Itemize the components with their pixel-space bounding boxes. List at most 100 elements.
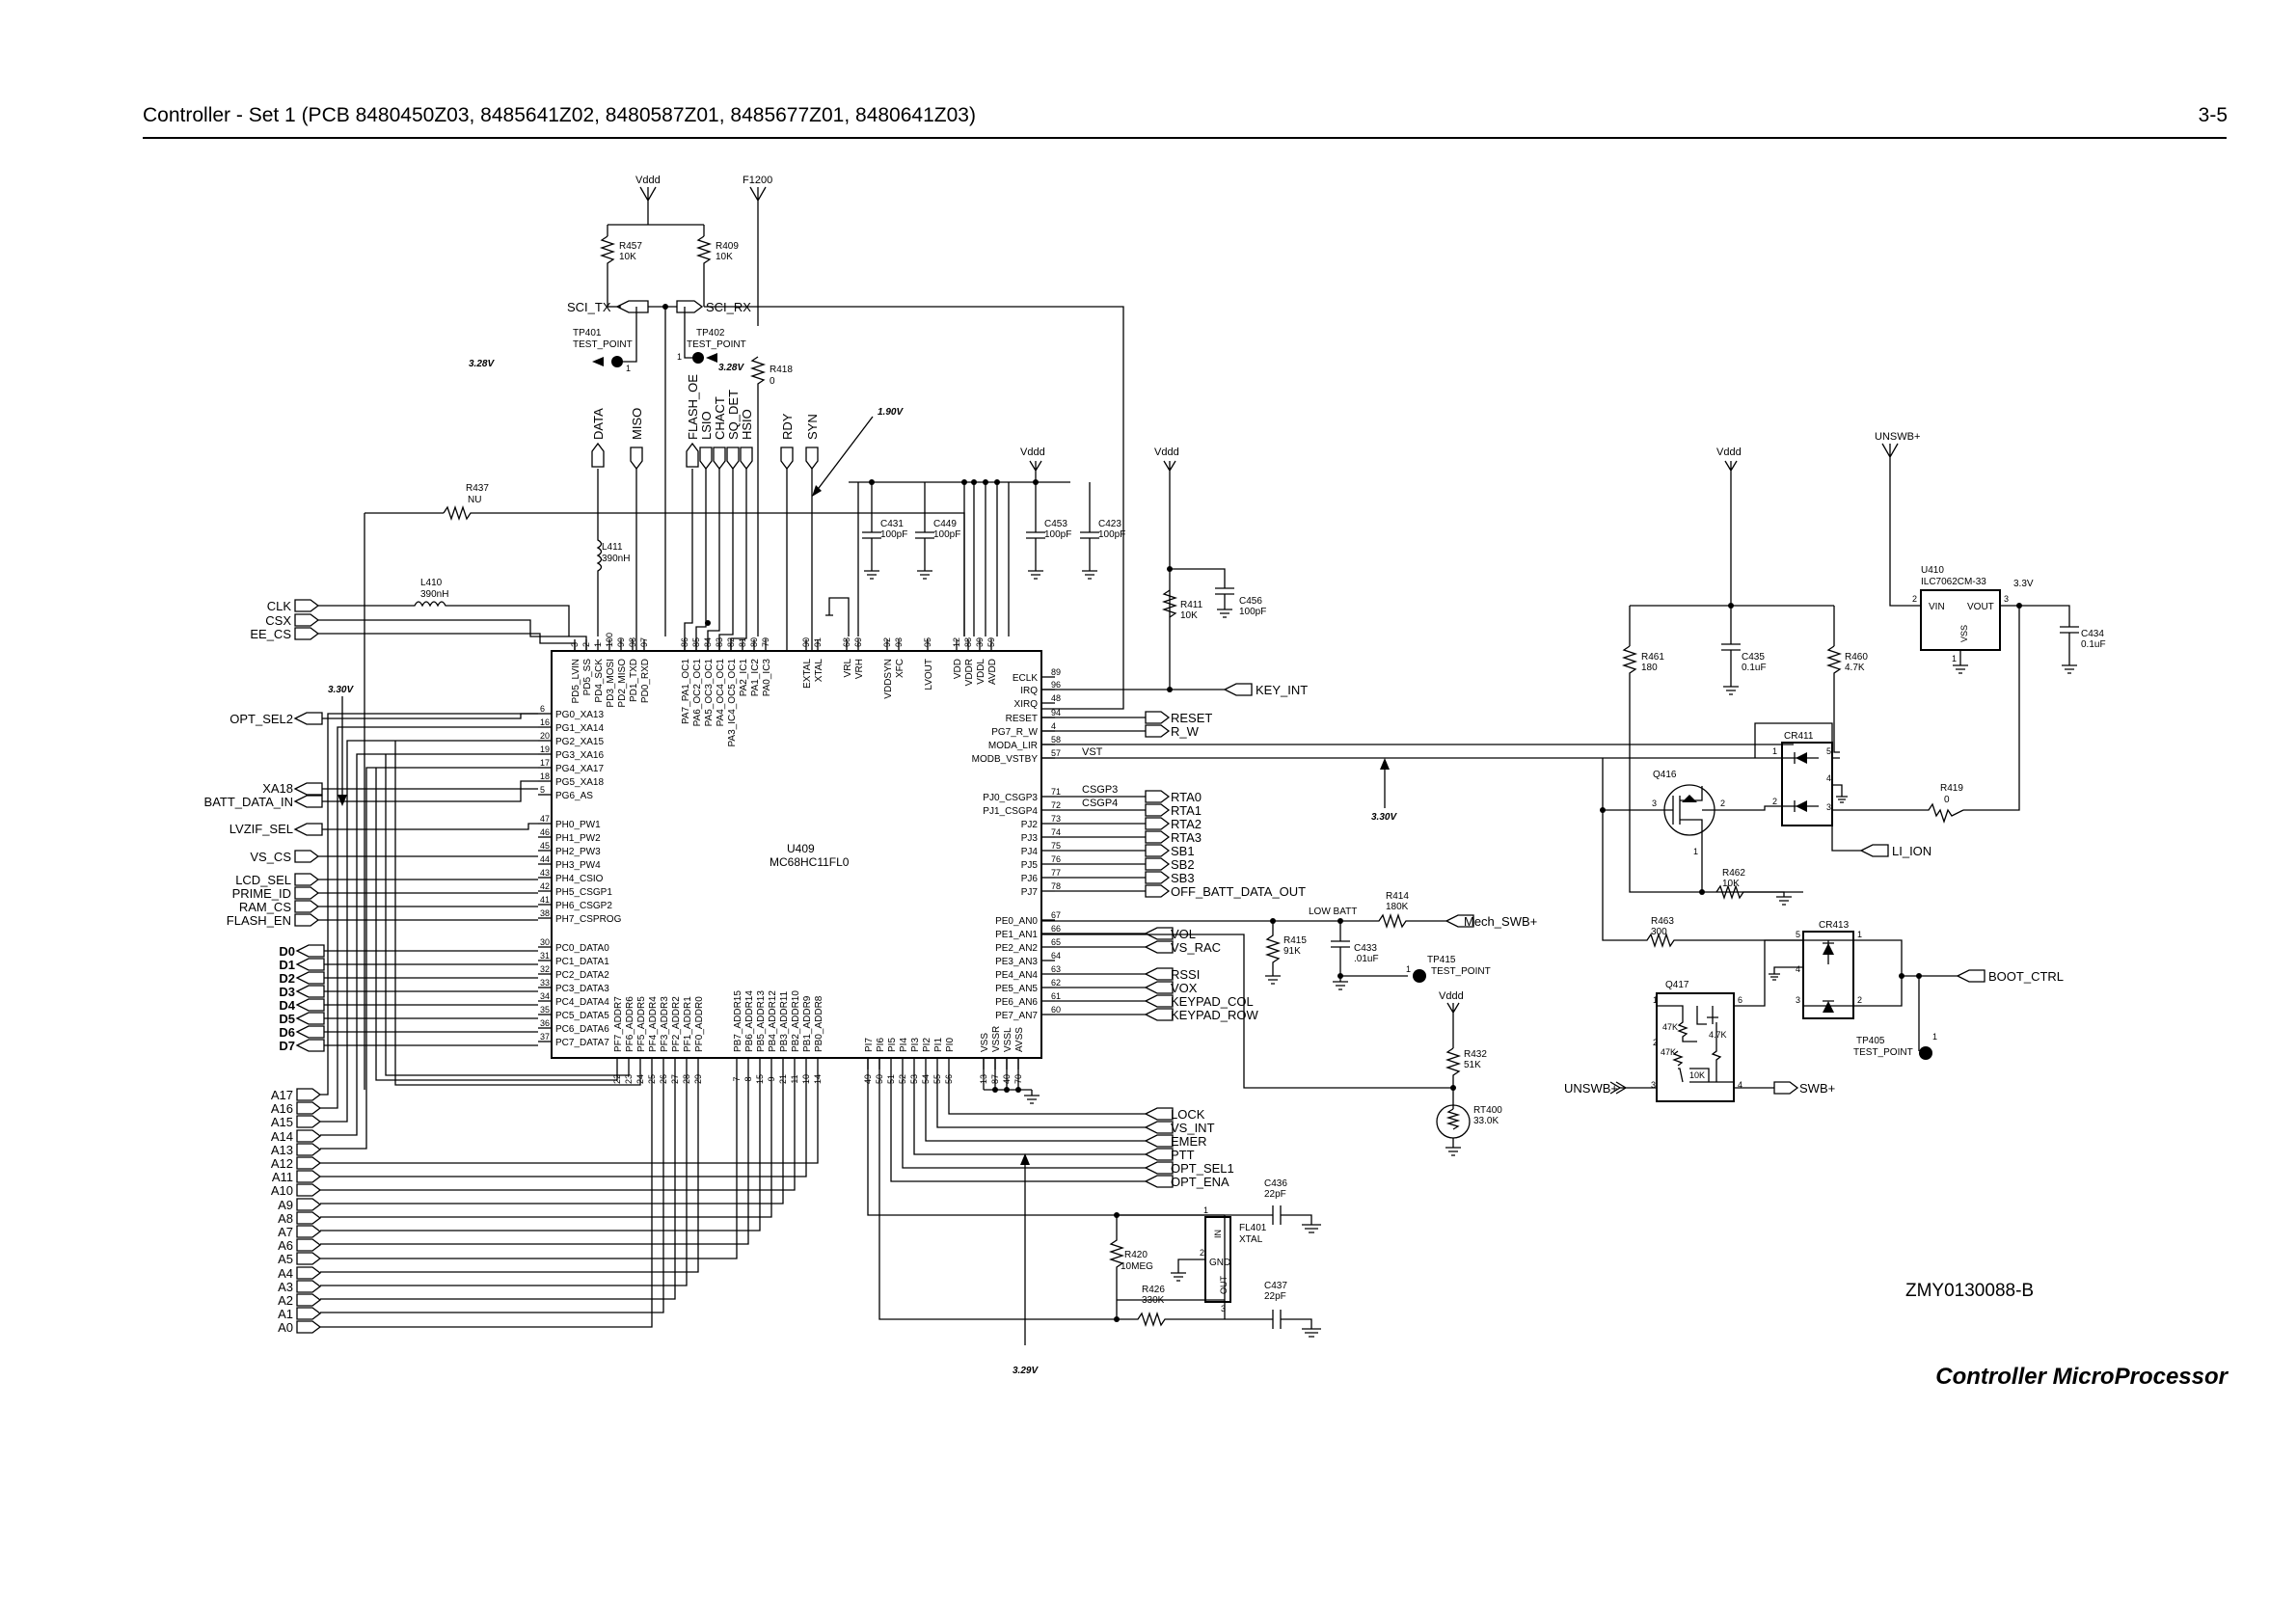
svg-text:6: 6 <box>1738 995 1742 1005</box>
bus-label-a2: A2 <box>278 1293 293 1308</box>
mcu-pin-number: 59 <box>986 637 996 647</box>
mcu-pin-name: XIRQ <box>1014 699 1039 710</box>
top-region: Vddd F1200 R457 10K R409 10K SCI_TX SCI_… <box>469 175 1124 710</box>
mcu-pin-name: VSSL <box>1003 1027 1013 1052</box>
q416-ref: Q416 <box>1653 770 1677 780</box>
mcu-pin-name: PE2_AN2 <box>995 943 1038 954</box>
u410-vss: VSS <box>1959 625 1969 642</box>
bus-label-a9: A9 <box>278 1198 293 1212</box>
svg-text:3: 3 <box>2004 594 2009 604</box>
mcu-pin-number: 81 <box>738 637 747 647</box>
mcu-pin-name: PG4_XA17 <box>555 764 604 774</box>
reset-label: RESET <box>1171 711 1212 725</box>
mcu-pin-number: 78 <box>1051 881 1061 891</box>
mcu-pin-name: PI3 <box>910 1038 921 1052</box>
mcu-pin-name: PG2_XA15 <box>555 737 604 747</box>
mcu-pin-name: PB7_ADDR15 <box>733 990 743 1052</box>
net-flag <box>1144 994 1174 1008</box>
mcu-pin-name: AVSS <box>1014 1027 1025 1052</box>
net-label-sb1: SB1 <box>1171 844 1195 858</box>
svg-text:4: 4 <box>1826 773 1831 783</box>
net-label-hsio: HSIO <box>740 409 754 440</box>
c434-ref: C434 <box>2081 629 2104 639</box>
r461-val: 180 <box>1641 663 1658 673</box>
mcu-pin-name: PI5 <box>887 1038 898 1052</box>
net-flag <box>686 442 699 468</box>
r460-ref: R460 <box>1845 652 1868 663</box>
mcu-pin-name: PB3_ADDR11 <box>779 990 790 1052</box>
decoupling-caps: Vddd C431 100pF C449 100pF C453 100pF C4… <box>825 447 1125 636</box>
c433-val: .01uF <box>1354 954 1379 964</box>
cr413-ref: CR413 <box>1819 920 1850 931</box>
vddd-label-caps: Vddd <box>1020 447 1045 458</box>
svg-text:4: 4 <box>1796 964 1800 974</box>
mcu-pin-number: 37 <box>540 1032 550 1042</box>
mcu-pin-name: PI0 <box>945 1038 956 1052</box>
fl401-ref: FL401 <box>1239 1223 1267 1233</box>
fl401-gnd: GND <box>1209 1258 1230 1268</box>
bus-label-a16: A16 <box>271 1101 293 1116</box>
mcu-pin-name: PE6_AN6 <box>995 997 1038 1008</box>
right-top-region: Vddd R411 10K C456 100pF KEY_INT RESET R… <box>1041 447 1794 823</box>
cr411-ref: CR411 <box>1784 731 1814 742</box>
v190-label: 1.90V <box>878 407 904 418</box>
mcu-pin-number: 64 <box>1051 951 1061 961</box>
mcu-pin-name: PH6_CSGP2 <box>555 901 612 911</box>
net-flag <box>1145 817 1171 830</box>
bus-label-a15: A15 <box>271 1115 293 1129</box>
mcu-pin-name: PF3_ADDR3 <box>660 996 670 1052</box>
mcu-pin-number: 68 <box>842 637 851 647</box>
low-batt-label: LOW BATT <box>1309 907 1357 917</box>
net-flag <box>294 599 320 612</box>
mcu-pin-name: PC3_DATA3 <box>555 984 609 994</box>
net-flag <box>1144 940 1174 954</box>
mcu-pin-number: 43 <box>540 868 550 878</box>
mcu-pin-number: 76 <box>1051 854 1061 864</box>
mech-swb-label: Mech_SWB+ <box>1464 914 1537 929</box>
net-flag <box>1145 790 1171 803</box>
q417-r1: 47K <box>1662 1022 1678 1032</box>
mcu-pin-number: 73 <box>1051 814 1061 824</box>
net-flag <box>293 823 323 836</box>
mcu-pin-name: PE1_AN1 <box>995 930 1038 940</box>
mcu-pin-number: 95 <box>923 637 932 647</box>
mcu-pin-name: LVOUT <box>924 659 934 690</box>
net-label-vs-rac: VS_RAC <box>1171 940 1221 955</box>
mcu-pin-number: 75 <box>1051 841 1061 851</box>
mcu-pin-number: 72 <box>1051 800 1061 810</box>
mcu-pin-name: MODA_LIR <box>988 741 1038 751</box>
u409-part: MC68HC11FL0 <box>770 855 850 869</box>
mcu-pin-number: 36 <box>540 1018 550 1028</box>
mcu-pin-number: 80 <box>749 637 759 647</box>
net-flag <box>295 1025 325 1039</box>
r463-ref: R463 <box>1651 916 1674 927</box>
u409-microcontroller: U409 MC68HC11FL0 3PD5_LVIN2PD5_SS1PD4_SC… <box>538 633 1061 1084</box>
tp415-pin: 1 <box>1406 964 1411 974</box>
bus-label-a0: A0 <box>278 1320 293 1335</box>
net-flag <box>1144 1121 1174 1134</box>
mcu-pin-name: PC1_DATA1 <box>555 957 609 967</box>
net-flag <box>1144 1161 1174 1175</box>
net-label-flash-oe: FLASH_OE <box>686 374 700 440</box>
net-flag <box>1144 1008 1174 1021</box>
r411-ref: R411 <box>1180 600 1203 610</box>
c423-ref: C423 <box>1098 519 1121 529</box>
mcu-pin-name: XFC <box>895 659 905 678</box>
net-flag <box>296 1320 322 1334</box>
mcu-pin-number: 35 <box>540 1005 550 1015</box>
net-label-rssi: RSSI <box>1171 967 1200 982</box>
net-flag <box>296 1238 322 1252</box>
bus-label-d1: D1 <box>279 958 295 972</box>
net-flag <box>591 442 605 468</box>
tp402-ref: TP402 <box>696 328 725 338</box>
mcu-pin-name: PA5_OC3_OC1 <box>704 659 715 727</box>
l411-val: 390nH <box>602 554 630 564</box>
svg-text:3: 3 <box>1652 798 1657 808</box>
mcu-pin-number: 44 <box>540 854 550 864</box>
svg-text:2: 2 <box>1857 995 1862 1005</box>
r411-val: 10K <box>1180 610 1198 621</box>
mcu-pin-number: 96 <box>1051 680 1061 690</box>
mcu-pin-number: 92 <box>882 637 892 647</box>
net-flag <box>780 447 794 471</box>
